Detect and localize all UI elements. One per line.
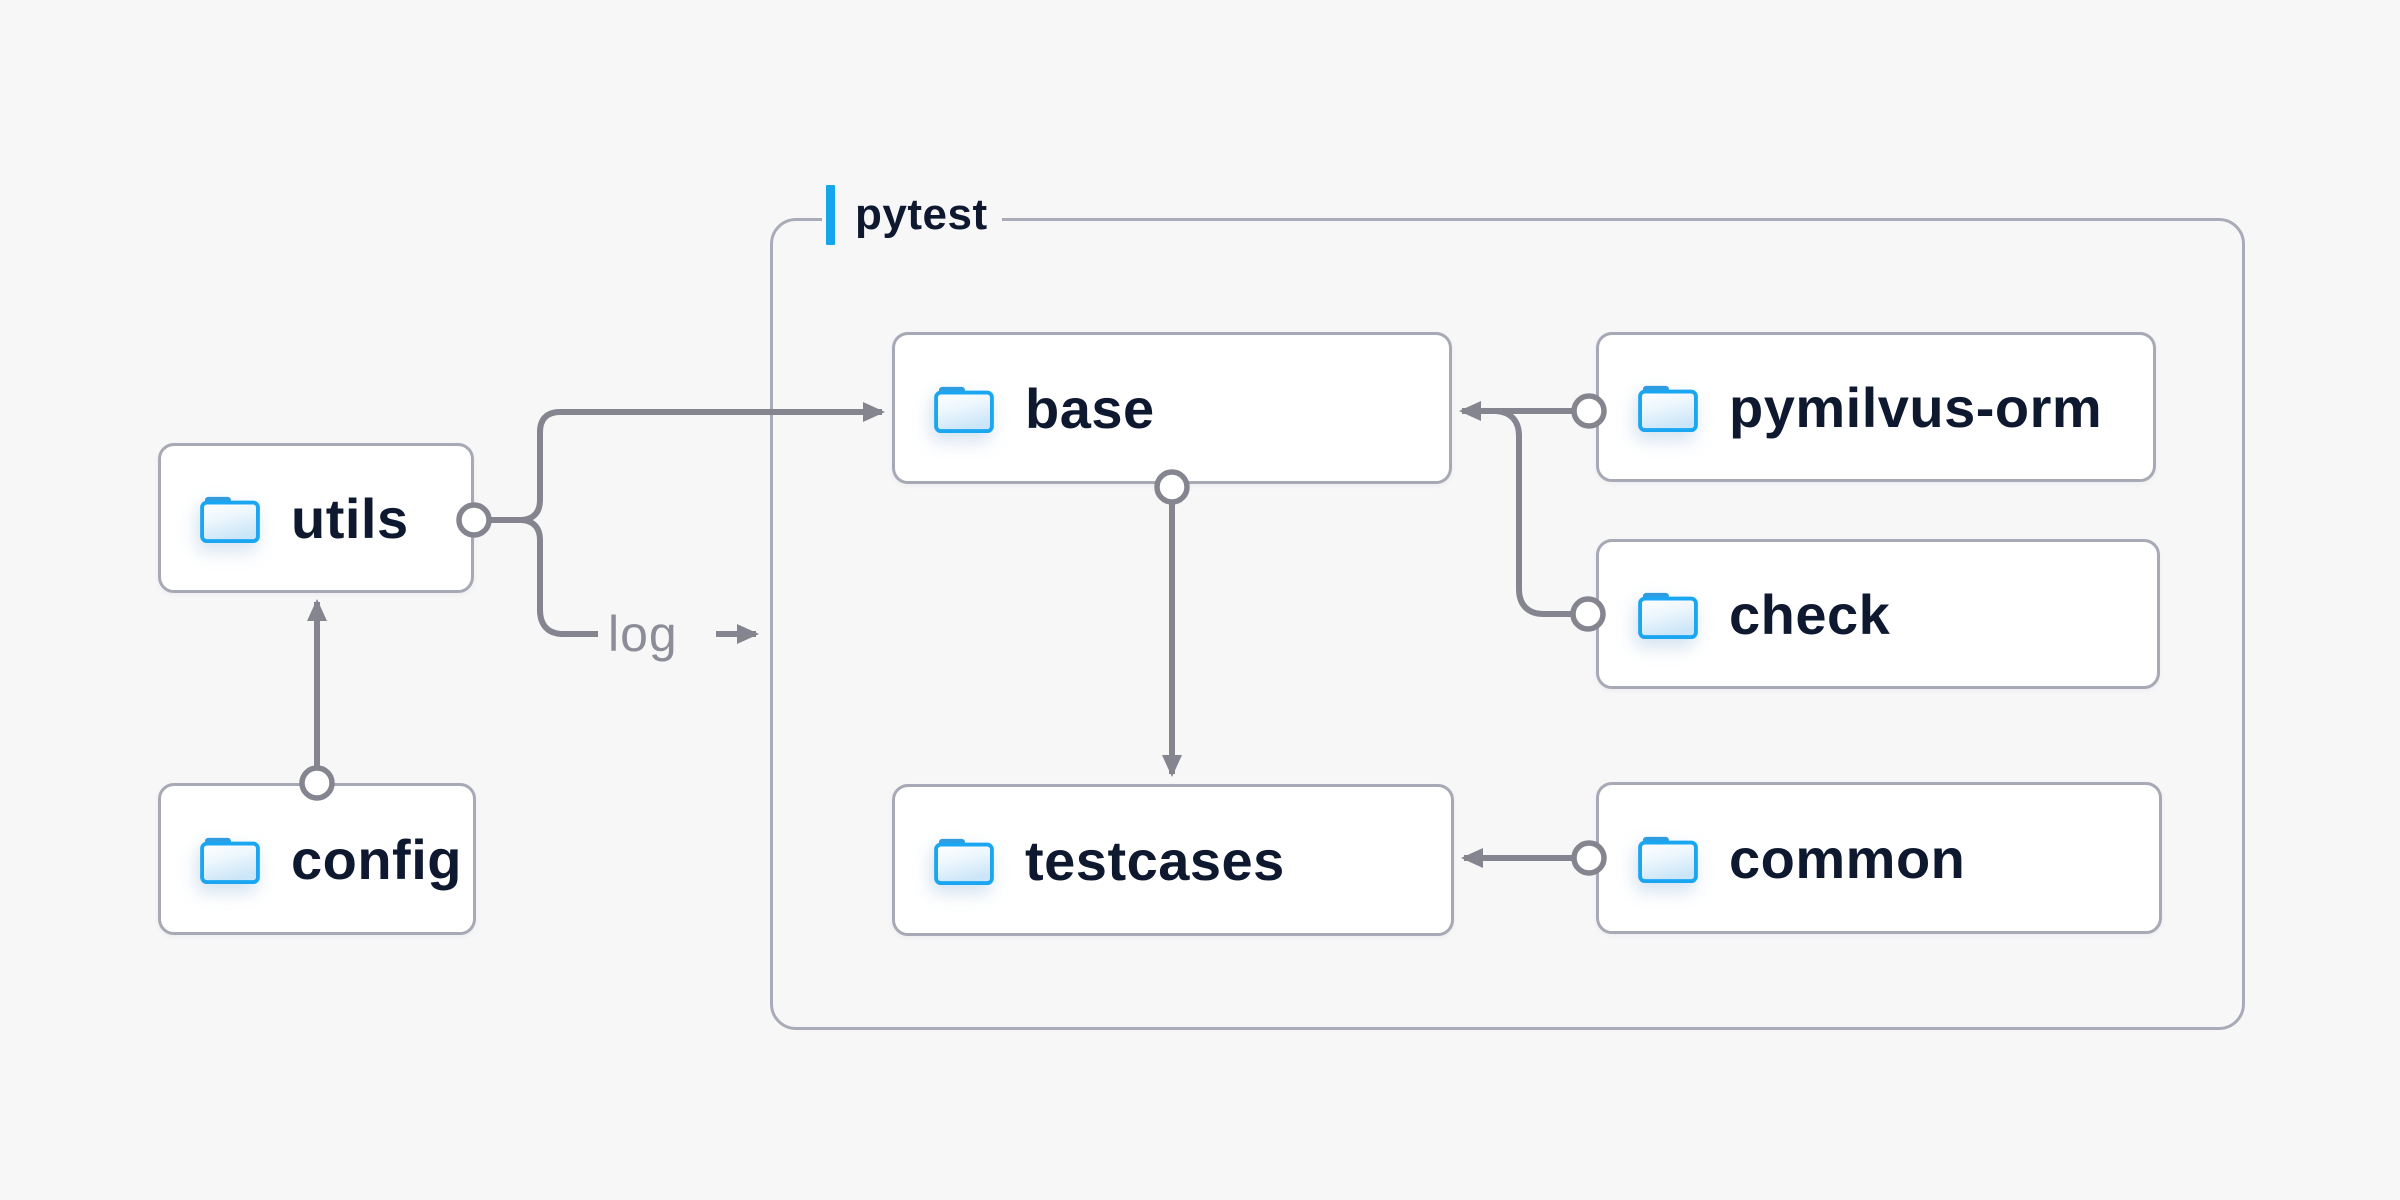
node-check: check [1596, 539, 2160, 689]
folder-icon [199, 492, 261, 544]
node-pymilvus-orm: pymilvus-orm [1596, 332, 2156, 482]
node-testcases-label: testcases [1025, 828, 1285, 892]
group-title: pytest [855, 190, 988, 239]
node-pymilvus-orm-label: pymilvus-orm [1729, 375, 2103, 439]
node-common-label: common [1729, 826, 1966, 890]
node-common: common [1596, 782, 2162, 934]
pytest-group-label: pytest [822, 183, 1002, 247]
pytest-group-container [770, 218, 2245, 1030]
node-utils: utils [158, 443, 474, 593]
node-base: base [892, 332, 1452, 484]
edge-label-log: log [608, 606, 678, 662]
folder-icon [1637, 588, 1699, 640]
folder-icon [933, 382, 995, 434]
folder-icon [199, 833, 261, 885]
node-config: config [158, 783, 476, 935]
node-config-label: config [291, 827, 462, 891]
node-base-label: base [1025, 376, 1155, 440]
folder-icon [933, 834, 995, 886]
folder-icon [1637, 381, 1699, 433]
accent-bar [826, 185, 835, 245]
folder-icon [1637, 832, 1699, 884]
node-testcases: testcases [892, 784, 1454, 936]
node-check-label: check [1729, 582, 1891, 646]
node-utils-label: utils [291, 486, 409, 550]
